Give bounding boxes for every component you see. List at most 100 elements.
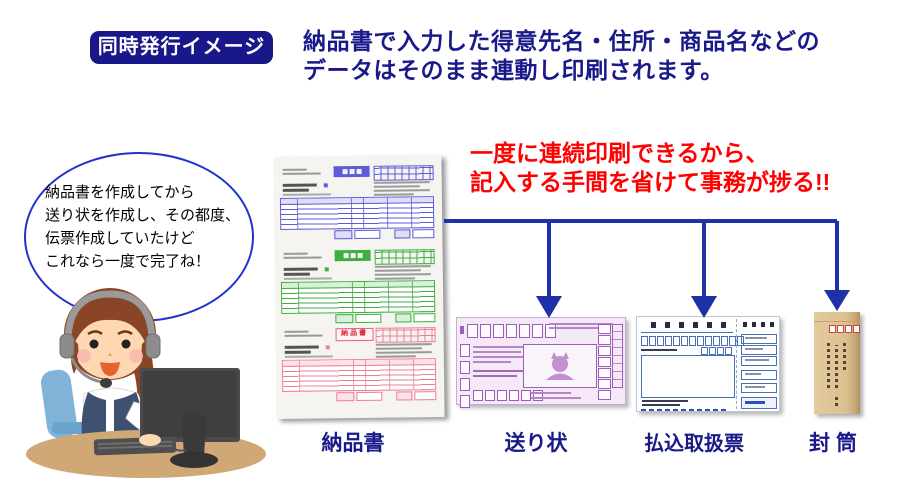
earcup-left — [59, 333, 75, 359]
shipping-label-doc — [456, 317, 626, 408]
decor — [598, 357, 611, 367]
bubble-line1: 納品書を作成してから — [45, 184, 195, 201]
benefit-line2: 記入する手間を省けて事務が捗る!! — [470, 169, 831, 195]
decor — [736, 319, 737, 409]
decor — [707, 322, 712, 328]
bubble-line2: 送り状を作成し、その都度、 — [45, 207, 241, 224]
vest-left — [81, 392, 106, 438]
decor — [697, 336, 704, 346]
mouth — [100, 362, 120, 376]
decor — [853, 325, 860, 333]
tracking-number-boxes — [467, 324, 556, 338]
hand — [139, 434, 161, 446]
decor — [641, 409, 729, 411]
decor — [375, 351, 432, 354]
slip-title-box: 納品書 — [335, 327, 374, 342]
decor — [509, 390, 519, 401]
decor — [598, 368, 611, 378]
slip-title-box — [334, 249, 371, 262]
decor — [473, 356, 529, 358]
decor — [373, 189, 430, 192]
decor — [485, 390, 495, 401]
decor — [701, 347, 708, 355]
decor — [480, 324, 491, 338]
decor — [396, 391, 413, 401]
headline-line2: データはそのまま連動し印刷されます。 — [303, 57, 724, 83]
decor — [745, 337, 767, 339]
decor — [473, 370, 527, 372]
decor — [737, 336, 744, 346]
slip-section — [277, 162, 436, 242]
stand-base — [170, 452, 218, 468]
decor — [460, 344, 470, 357]
decor — [745, 348, 763, 350]
decor — [374, 269, 421, 272]
decor — [356, 391, 383, 402]
section-badge: 同時発行イメージ — [90, 31, 273, 64]
decor — [350, 253, 356, 259]
decor — [395, 313, 412, 323]
decor — [373, 181, 430, 184]
decor — [356, 168, 362, 175]
headline-line1: 納品書で入力した得意先名・住所・商品名などの — [303, 28, 820, 54]
blush-right — [129, 349, 143, 363]
label-payment-slip: 払込取扱票 — [644, 433, 744, 455]
speech-bubble-text: 納品書を作成してから 送り状を作成し、その都度、 伝票作成していたけど これなら… — [45, 181, 245, 273]
decor — [394, 229, 411, 239]
decor — [673, 336, 680, 346]
decor — [355, 313, 382, 324]
decor — [709, 347, 716, 355]
decor — [845, 325, 852, 333]
decor — [473, 390, 483, 401]
decor — [374, 273, 431, 276]
decor — [721, 322, 726, 328]
decor — [642, 400, 688, 402]
decor — [460, 395, 470, 408]
decor — [323, 183, 328, 188]
decor — [745, 386, 765, 388]
decor — [641, 349, 677, 351]
decor — [283, 252, 308, 255]
decor — [412, 229, 435, 239]
decor — [282, 193, 331, 196]
stub-title-glyphs — [743, 322, 774, 327]
decor — [649, 336, 656, 346]
decor — [467, 324, 478, 338]
decor — [552, 356, 568, 372]
decor — [284, 355, 333, 358]
account-number-boxes — [641, 336, 744, 346]
decor — [642, 404, 680, 406]
decor — [336, 392, 355, 402]
benefit-callout: 一度に連続印刷できるから、 記入する手間を省けて事務が捗る!! — [470, 139, 830, 197]
delivery-slip-stack: 納品書 — [273, 154, 445, 420]
decor — [745, 373, 761, 375]
bubble-line3: 伝票作成していたけど — [45, 230, 195, 247]
decor — [283, 256, 322, 259]
decor — [414, 391, 437, 401]
decor — [335, 314, 354, 324]
decor — [835, 396, 838, 406]
decor — [284, 330, 309, 333]
decor — [460, 326, 464, 334]
decor — [612, 324, 623, 388]
decor — [598, 324, 611, 334]
decor — [282, 172, 321, 175]
decor — [334, 230, 353, 240]
speech-bubble: 納品書を作成してから 送り状を作成し、その都度、 伝票作成していたけど これなら… — [24, 152, 254, 322]
decor — [531, 392, 571, 394]
mic — [100, 378, 112, 388]
slip-title-box — [333, 165, 370, 178]
decor — [549, 327, 599, 329]
decor — [283, 277, 332, 280]
decor — [343, 253, 349, 259]
decor — [770, 322, 774, 327]
decor — [282, 188, 309, 192]
decor — [282, 183, 317, 187]
decor — [752, 322, 756, 327]
decor — [835, 345, 838, 388]
decor — [745, 359, 769, 361]
label-delivery-slip: 納品書 — [321, 432, 385, 455]
earcup-right — [145, 333, 161, 359]
bubble-line4: これなら一度で完了ね！ — [45, 253, 211, 270]
decor — [473, 346, 533, 348]
